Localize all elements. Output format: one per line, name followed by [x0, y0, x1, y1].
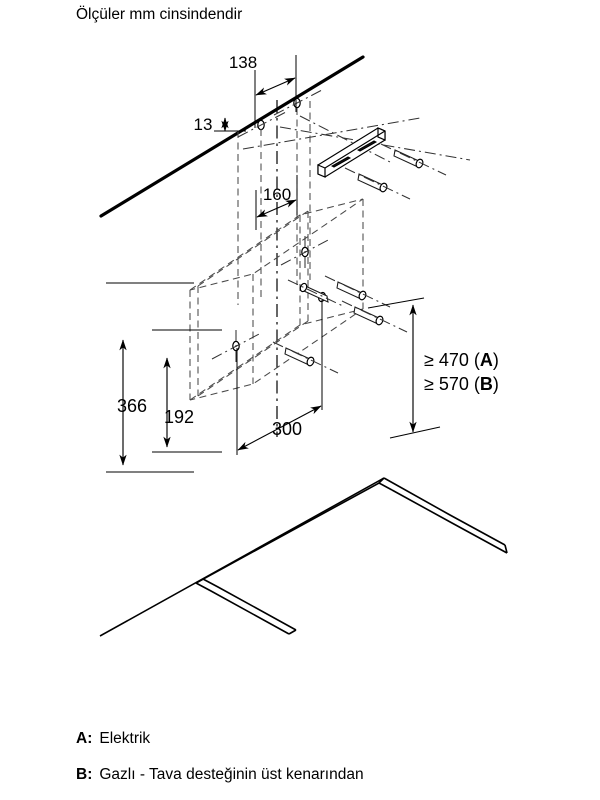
mounting-screws-bracket [344, 143, 447, 200]
legend-b-value: Gazlı - Tava desteğinin üst kenarından [99, 766, 364, 783]
legend-row-a: A: Elektrik [76, 730, 150, 748]
wall-plane-guides [242, 115, 471, 164]
dimension-300-label: 300 [272, 419, 302, 439]
dimension-192-label: 192 [164, 407, 194, 427]
dimension-300: 300 [236, 300, 323, 455]
wall-mounting-bracket [317, 127, 386, 178]
legend-b-key: B: [76, 766, 93, 783]
min-a-letter: A [480, 350, 493, 370]
page-title-text: Ölçüler mm cinsindendir [76, 6, 243, 23]
cooktop-outline [99, 477, 508, 637]
dimension-160-label: 160 [263, 185, 291, 204]
dimension-13: 13 [194, 115, 246, 134]
legend-a-key: A: [76, 730, 93, 747]
min-a-prefix: ≥ 470 ( [424, 350, 480, 370]
min-b-suffix: ) [493, 374, 499, 394]
dimension-min-570-label: ≥ 570 (B) [424, 374, 499, 394]
dimension-192: 192 [152, 329, 222, 453]
dimension-366: 366 [106, 282, 194, 473]
legend-a-value: Elektrik [99, 730, 151, 747]
dimension-13-label: 13 [194, 115, 213, 134]
min-a-suffix: ) [493, 350, 499, 370]
dimension-366-label: 366 [117, 396, 147, 416]
dimension-min-height: ≥ 470 (A) ≥ 570 (B) [367, 297, 499, 439]
dimension-138-label: 138 [229, 53, 257, 72]
ceiling-mounting-holes [237, 89, 323, 138]
legend-row-b: B: Gazlı - Tava desteğinin üst kenarında… [76, 766, 364, 784]
dimension-138: 138 [229, 53, 297, 128]
dimension-min-470-label: ≥ 470 (A) [424, 350, 499, 370]
min-b-letter: B [480, 374, 493, 394]
page-title: Ölçüler mm cinsindendir [76, 6, 242, 24]
dimension-160: 160 [255, 175, 298, 230]
mounting-screws-hood [272, 275, 408, 374]
min-b-prefix: ≥ 570 ( [424, 374, 480, 394]
wall-ceiling-edge [99, 55, 365, 218]
hood-body-hidden-outline [189, 198, 364, 401]
